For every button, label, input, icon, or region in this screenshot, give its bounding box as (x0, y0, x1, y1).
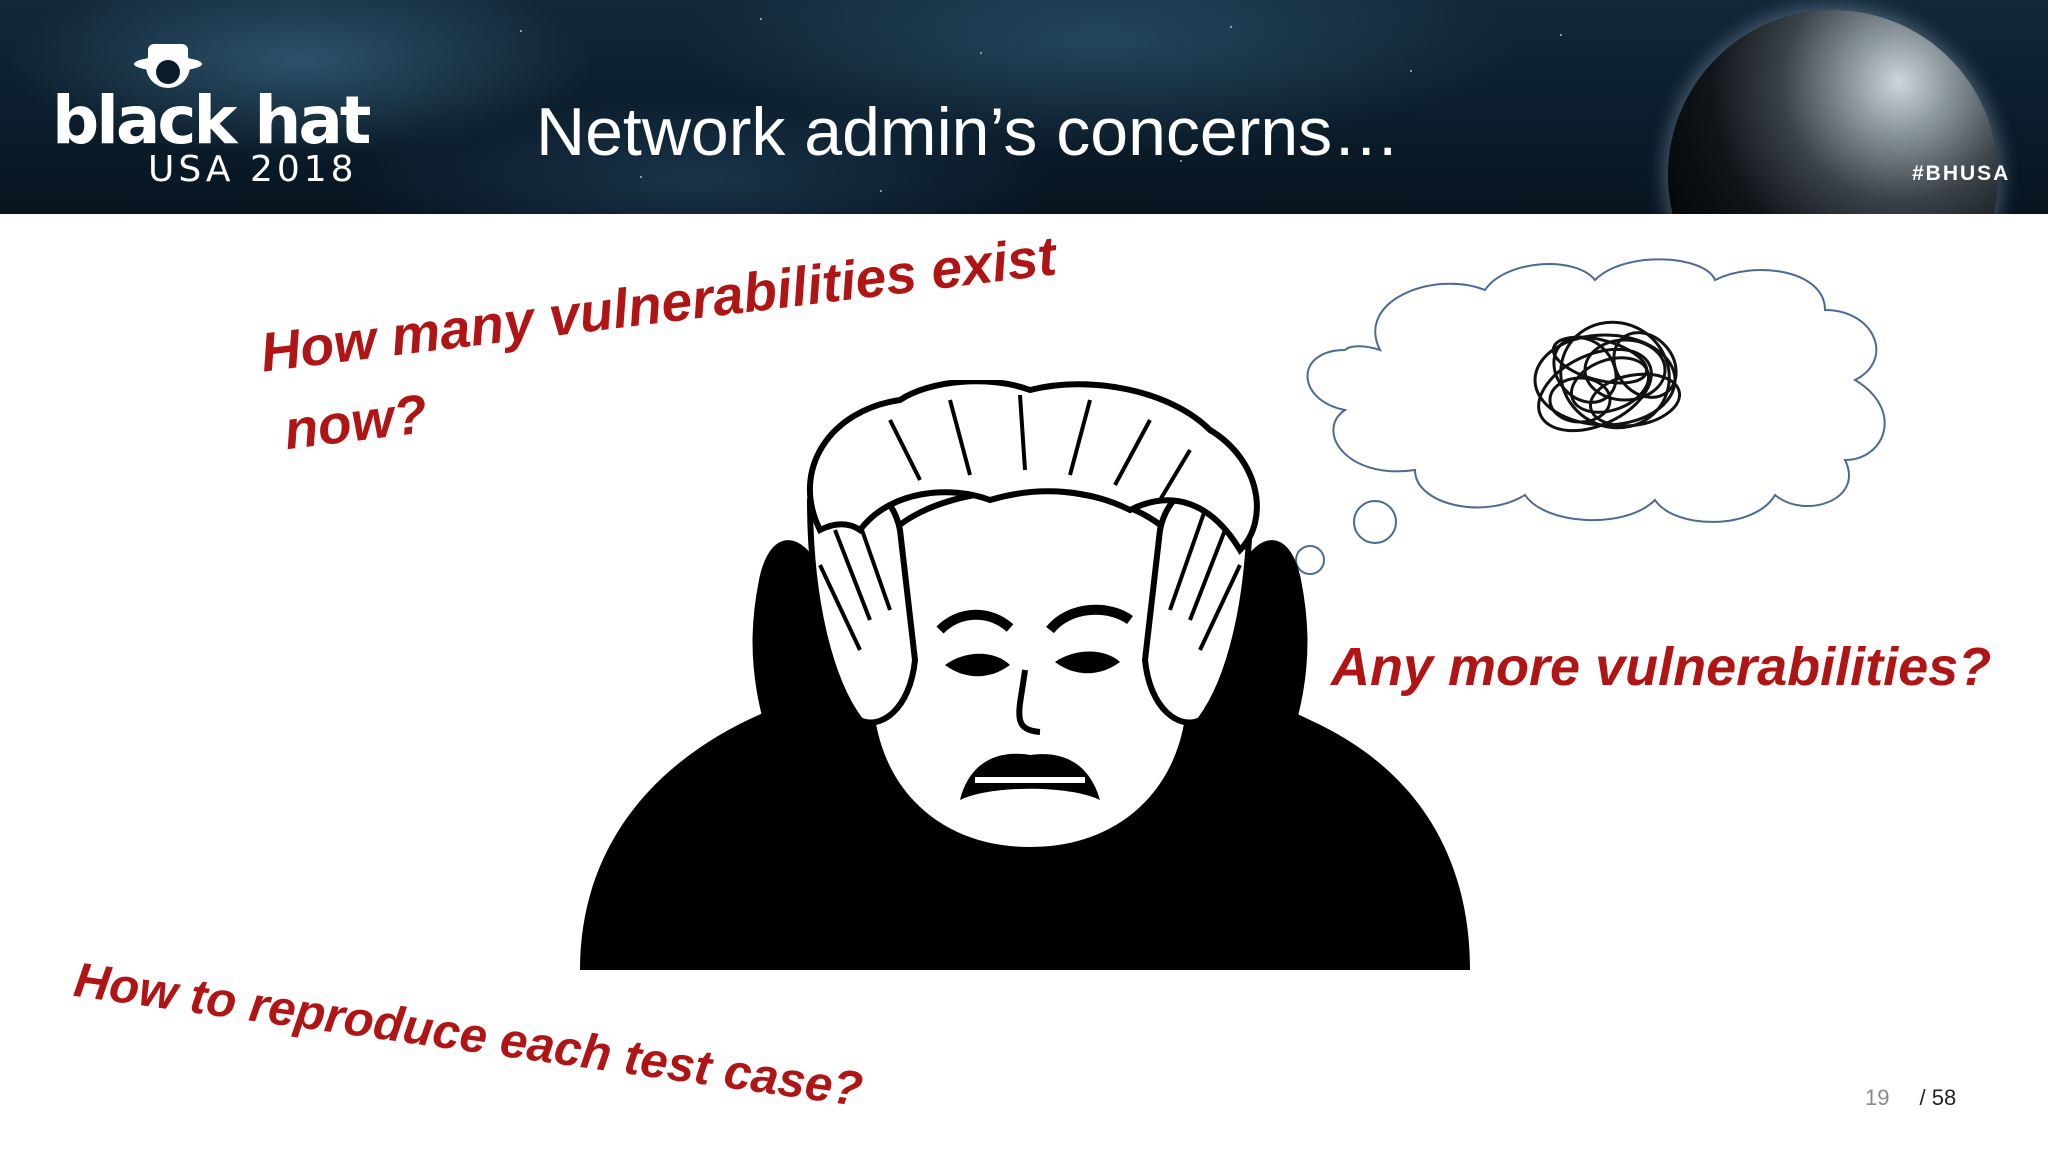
page-total: / 58 (1919, 1085, 1957, 1110)
stressed-man-icon (580, 380, 1470, 970)
slide-title: Network admin’s concerns… (536, 94, 1401, 170)
question-more-vulnerabilities: Any more vulnerabilities? (1331, 637, 1992, 697)
spy-hat-icon (134, 44, 202, 88)
question-reproduce-test-case: How to reproduce each test case? (70, 953, 866, 1118)
blackhat-logo: black hat USA 2018 (48, 34, 428, 194)
header-banner: black hat USA 2018 Network admin’s conce… (0, 0, 2048, 214)
logo-edition: USA 2018 (148, 149, 358, 190)
hashtag: #BHUSA (1912, 162, 2011, 185)
page-current: 19 (1865, 1085, 1890, 1110)
logo-brand: black hat (52, 82, 371, 159)
page-indicator: 19 / 58 (1865, 1087, 1956, 1109)
